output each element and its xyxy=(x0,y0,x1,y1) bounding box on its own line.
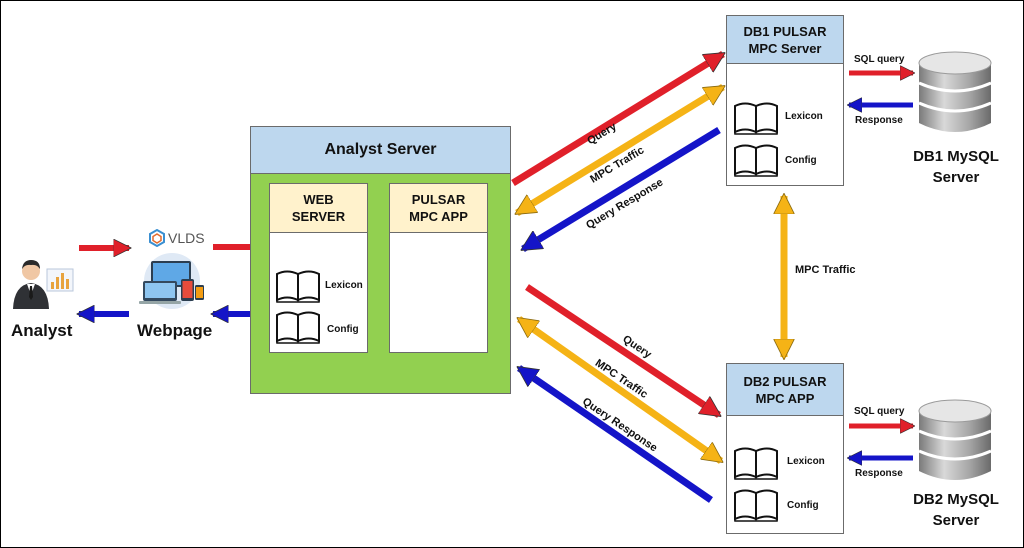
pulsar-mpc-app-title-line1: PULSAR xyxy=(411,192,466,207)
db2-pulsar-title-line1: DB2 PULSAR xyxy=(743,373,827,389)
web-server-title-line1: WEB xyxy=(303,192,334,207)
db2-pulsar-header: DB2 PULSAR MPC APP xyxy=(727,364,843,416)
lexicon-book-icon xyxy=(734,447,778,480)
vlds-logo-icon xyxy=(149,229,165,247)
db1-pulsar-header: DB1 PULSAR MPC Server xyxy=(727,16,843,64)
db1-config-label: Config xyxy=(785,155,817,166)
vlds-brand-text: VLDS xyxy=(168,230,205,246)
web-server-config-label: Config xyxy=(327,324,359,335)
db2-mysql-line1: DB2 MySQL xyxy=(913,491,999,508)
db1-lexicon-label: Lexicon xyxy=(785,111,823,122)
config-book-icon xyxy=(276,311,320,344)
arrow-query-response-from-db1 xyxy=(523,127,721,252)
analyst-label: Analyst xyxy=(11,321,73,340)
db1-sql-query-label: SQL query xyxy=(854,54,905,65)
db1-pulsar-title-line2: MPC Server xyxy=(748,40,822,56)
db1-response-label: Response xyxy=(855,115,903,126)
webpage-devices-icon xyxy=(139,253,204,309)
db1-mysql-server-label: DB1 MySQL Server xyxy=(901,146,1011,188)
db1-mysql-line1: DB1 MySQL xyxy=(913,148,999,165)
vertical-mpc-traffic-label: MPC Traffic xyxy=(795,264,856,276)
db1-pulsar-title-line1: DB1 PULSAR xyxy=(743,23,827,39)
db2-response-label: Response xyxy=(855,468,903,479)
db2-database-icon xyxy=(918,399,992,480)
analyst-server-title: Analyst Server xyxy=(324,141,437,158)
db2-mysql-line2: Server xyxy=(932,512,980,529)
pulsar-mpc-app-header: PULSAR MPC APP xyxy=(390,184,487,233)
arrow-mpc-traffic-db2 xyxy=(519,316,721,464)
pulsar-mpc-app-panel: PULSAR MPC APP xyxy=(389,183,488,353)
db2-sql-query-label: SQL query xyxy=(854,406,905,417)
db2-config-label: Config xyxy=(787,500,819,511)
db1-database-icon xyxy=(918,51,992,132)
arrow-mpc-traffic-db1 xyxy=(517,84,723,216)
db1-mysql-line2: Server xyxy=(932,169,980,186)
web-server-header: WEB SERVER xyxy=(270,184,367,233)
config-book-icon xyxy=(734,489,778,522)
config-book-icon xyxy=(734,144,778,177)
web-server-title-line2: SERVER xyxy=(291,209,346,224)
lexicon-book-icon xyxy=(734,102,778,135)
webpage-label: Webpage xyxy=(137,321,213,340)
lexicon-book-icon xyxy=(276,270,320,303)
db2-pulsar-title-line2: MPC APP xyxy=(755,390,815,406)
arrow-query-response-from-db2 xyxy=(519,365,713,503)
db2-lexicon-label: Lexicon xyxy=(787,456,825,467)
analyst-server-header: Analyst Server xyxy=(251,127,510,174)
pulsar-mpc-app-title-line2: MPC APP xyxy=(409,209,468,224)
analyst-person-icon xyxy=(13,260,74,309)
db2-mysql-server-label: DB2 MySQL Server xyxy=(901,489,1011,531)
web-server-lexicon-label: Lexicon xyxy=(325,280,363,291)
